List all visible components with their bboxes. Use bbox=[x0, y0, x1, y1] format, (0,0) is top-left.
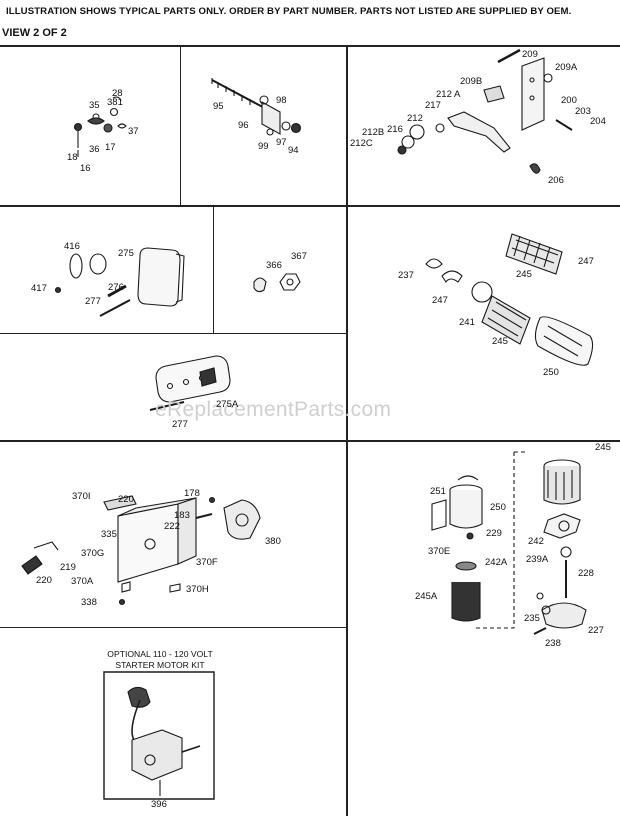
part-label: 222 bbox=[164, 521, 180, 532]
part-label: 250 bbox=[490, 502, 506, 513]
part-label: 219 bbox=[60, 562, 76, 573]
part-label: 245 bbox=[492, 336, 508, 347]
throttle-link-group bbox=[212, 78, 301, 135]
part-label: 204 bbox=[590, 116, 606, 127]
part-label: 367 bbox=[291, 251, 307, 262]
starter-kit-note: OPTIONAL 110 - 120 VOLT STARTER MOTOR KI… bbox=[96, 649, 224, 670]
part-label: 277 bbox=[172, 419, 188, 430]
part-label: 220 bbox=[36, 575, 52, 586]
part-label: 228 bbox=[578, 568, 594, 579]
part-label: 366 bbox=[266, 260, 282, 271]
part-label: 37 bbox=[128, 126, 139, 137]
part-label: 212 A bbox=[436, 89, 461, 100]
part-label: 338 bbox=[81, 597, 97, 608]
part-label: 98 bbox=[276, 95, 287, 106]
starter-kit-note-line1: OPTIONAL 110 - 120 VOLT bbox=[107, 649, 213, 659]
part-label: 206 bbox=[548, 175, 564, 186]
part-label: 245 bbox=[595, 442, 611, 453]
part-label: 35 bbox=[89, 100, 100, 111]
part-label: 245 bbox=[516, 269, 532, 280]
part-label: 277 bbox=[85, 296, 101, 307]
part-label: 183 bbox=[174, 510, 190, 521]
part-label: 396 bbox=[151, 799, 167, 810]
part-label: 241 bbox=[459, 317, 475, 328]
starter-kit-note-line2: STARTER MOTOR KIT bbox=[115, 659, 205, 670]
divider bbox=[0, 45, 620, 47]
part-label: 227 bbox=[588, 625, 604, 636]
watermark: eReplacementParts.com bbox=[155, 398, 392, 421]
part-label: 276 bbox=[108, 282, 124, 293]
part-label: 251 bbox=[430, 486, 446, 497]
part-label: 238 bbox=[545, 638, 561, 649]
part-label: 247 bbox=[432, 295, 448, 306]
part-label: 417 bbox=[31, 283, 47, 294]
oil-filter-assembly-group bbox=[432, 452, 586, 634]
part-label: 200 bbox=[561, 95, 577, 106]
part-label: 17 bbox=[105, 142, 116, 153]
divider bbox=[0, 205, 620, 207]
screen-group bbox=[426, 234, 593, 365]
part-label: 237 bbox=[398, 270, 414, 281]
fuel-tank-carburetor-group bbox=[22, 496, 260, 605]
divider bbox=[346, 46, 348, 816]
part-label: 370G bbox=[81, 548, 105, 559]
divider bbox=[0, 440, 620, 442]
part-label: 96 bbox=[238, 120, 249, 131]
divider bbox=[0, 627, 347, 628]
part-label: 178 bbox=[184, 488, 200, 499]
starter-motor-kit-group bbox=[104, 672, 214, 799]
part-label: 380 bbox=[265, 536, 281, 547]
muffler-group bbox=[56, 248, 185, 316]
part-label: 212B bbox=[362, 127, 385, 138]
part-label: 416 bbox=[64, 241, 80, 252]
part-label: 242A bbox=[485, 557, 508, 568]
part-label: 220 bbox=[118, 494, 134, 505]
part-label: 275A bbox=[216, 399, 239, 410]
part-label: 203 bbox=[575, 106, 591, 117]
part-label: 216 bbox=[387, 124, 403, 135]
part-label: 370H bbox=[186, 584, 209, 595]
control-bracket-group bbox=[398, 50, 572, 173]
part-label: 36 bbox=[89, 144, 100, 155]
part-label: 370I bbox=[72, 491, 91, 502]
part-label: 209 bbox=[522, 49, 538, 60]
divider bbox=[180, 46, 181, 205]
part-label: 212 bbox=[407, 113, 423, 124]
grommet-group bbox=[254, 274, 300, 292]
part-label: 275 bbox=[118, 248, 134, 259]
part-label: 209B bbox=[460, 76, 483, 87]
part-label: 250 bbox=[543, 367, 559, 378]
part-label: 209A bbox=[555, 62, 578, 73]
diagram-notice: ILLUSTRATION SHOWS TYPICAL PARTS ONLY. O… bbox=[6, 6, 572, 17]
part-label: 97 bbox=[276, 137, 287, 148]
part-label: 370A bbox=[71, 576, 94, 587]
view-label: VIEW 2 OF 2 bbox=[2, 27, 67, 39]
part-label: 242 bbox=[528, 536, 544, 547]
part-label: 95 bbox=[213, 101, 224, 112]
part-label: 229 bbox=[486, 528, 502, 539]
governor-parts-group bbox=[75, 97, 127, 157]
part-label: 335 bbox=[101, 529, 117, 540]
divider bbox=[213, 206, 214, 333]
part-label: 370F bbox=[196, 557, 218, 568]
part-label: 370E bbox=[428, 546, 451, 557]
part-label: 245A bbox=[415, 591, 438, 602]
part-label: 217 bbox=[425, 100, 441, 111]
part-label: 28 bbox=[112, 88, 123, 99]
part-label: 247 bbox=[578, 256, 594, 267]
part-label: 381 bbox=[107, 97, 123, 108]
part-label: 212C bbox=[350, 138, 373, 149]
divider bbox=[0, 333, 347, 334]
part-label: 94 bbox=[288, 145, 299, 156]
part-label: 235 bbox=[524, 613, 540, 624]
part-label: 99 bbox=[258, 141, 269, 152]
muffler-guard-group bbox=[150, 356, 230, 410]
part-label: 16 bbox=[80, 163, 91, 174]
part-label: 239A bbox=[526, 554, 549, 565]
part-label: 18 bbox=[67, 152, 78, 163]
